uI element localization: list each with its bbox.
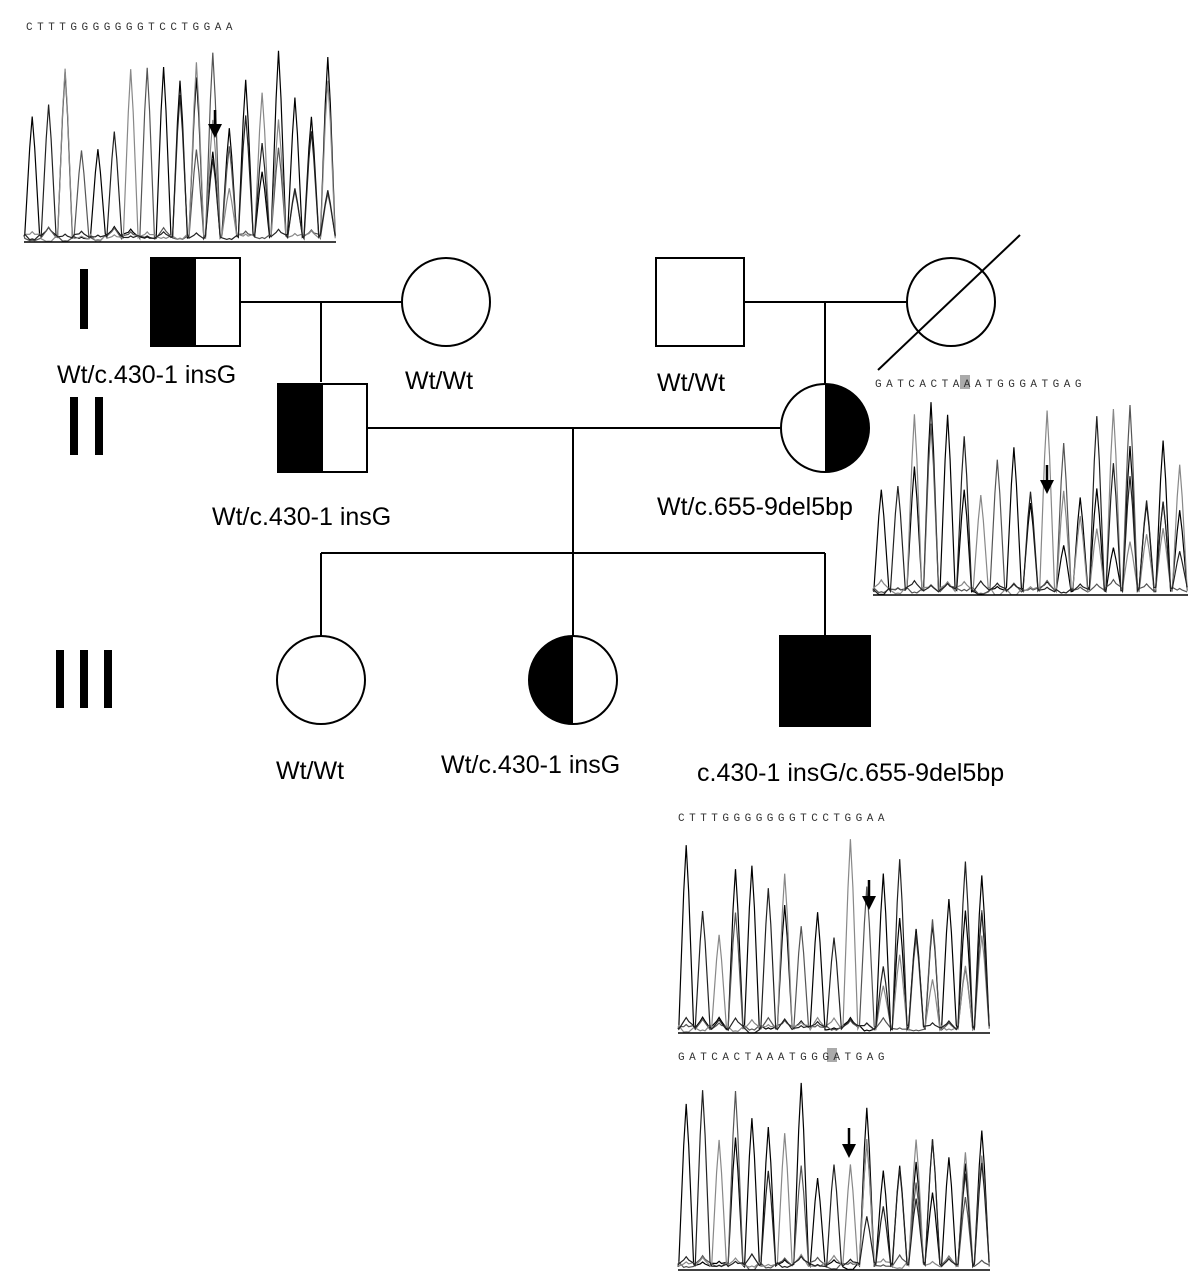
individual-iii-2	[528, 635, 618, 725]
arrow-down-icon	[208, 110, 222, 138]
generation-label-iii	[56, 650, 112, 708]
trace-line	[677, 859, 990, 1034]
individual-ii-1	[277, 383, 368, 473]
trace	[872, 402, 1188, 596]
trace-line	[677, 839, 990, 1033]
individual-iii-3	[779, 635, 871, 727]
individual-i-4	[877, 234, 1021, 371]
chromatogram-iii-3-insg: CTTTGGGGGGGTCCTGGAA	[677, 813, 990, 1034]
trace	[23, 50, 336, 243]
individual-i-1	[150, 257, 241, 347]
trace-line	[872, 416, 1188, 596]
trace-line	[23, 50, 336, 241]
deceased-slash	[877, 234, 1021, 371]
genotype-label-ii-2: Wt/c.655-9del5bp	[657, 493, 853, 521]
trace	[677, 1082, 990, 1271]
sequence-highlight	[960, 375, 970, 389]
sequence-highlight	[827, 1048, 837, 1062]
trace-line	[23, 62, 336, 243]
generation-label-ii	[70, 397, 103, 455]
sequence-text: GATCACTAAATGGGATGAG	[875, 379, 1086, 391]
chromatogram-iii-3-del5bp: GATCACTAAATGGGATGAG	[677, 1048, 990, 1271]
genotype-label-i-1: Wt/c.430-1 insG	[57, 361, 236, 389]
sequence-text: GATCACTAAATGGGATGAG	[678, 1052, 889, 1064]
individual-ii-2	[780, 383, 870, 473]
trace-line	[872, 408, 1188, 596]
individual-i-3	[655, 257, 745, 347]
trace-line	[677, 886, 990, 1032]
individual-iii-1	[276, 635, 366, 725]
genotype-label-i-3: Wt/Wt	[657, 369, 725, 397]
genotype-label-i-2: Wt/Wt	[405, 367, 473, 395]
sequence-text: CTTTGGGGGGGTCCTGGAA	[26, 22, 237, 34]
generation-label-i	[80, 269, 88, 329]
trace-line	[23, 95, 336, 241]
individual-i-2	[401, 257, 491, 347]
genotype-label-ii-1: Wt/c.430-1 insG	[212, 503, 391, 531]
chromatogram-i-1: CTTTGGGGGGGTCCTGGAA	[23, 22, 336, 243]
arrow-down-icon	[862, 880, 876, 910]
pedigree-lines	[240, 301, 906, 636]
chromatogram-ii-2: GATCACTAAATGGGATGAG	[872, 375, 1188, 596]
sequence-text: CTTTGGGGGGGTCCTGGAA	[678, 813, 889, 825]
trace	[677, 839, 990, 1034]
genotype-label-iii-1: Wt/Wt	[276, 757, 344, 785]
trace-line	[677, 1090, 990, 1269]
arrow-down-icon	[1040, 465, 1054, 494]
genotype-label-iii-3: c.430-1 insG/c.655-9del5bp	[697, 759, 1004, 787]
arrow-down-icon	[842, 1128, 856, 1158]
trace-line	[677, 1133, 990, 1270]
genotype-label-iii-2: Wt/c.430-1 insG	[441, 751, 620, 779]
